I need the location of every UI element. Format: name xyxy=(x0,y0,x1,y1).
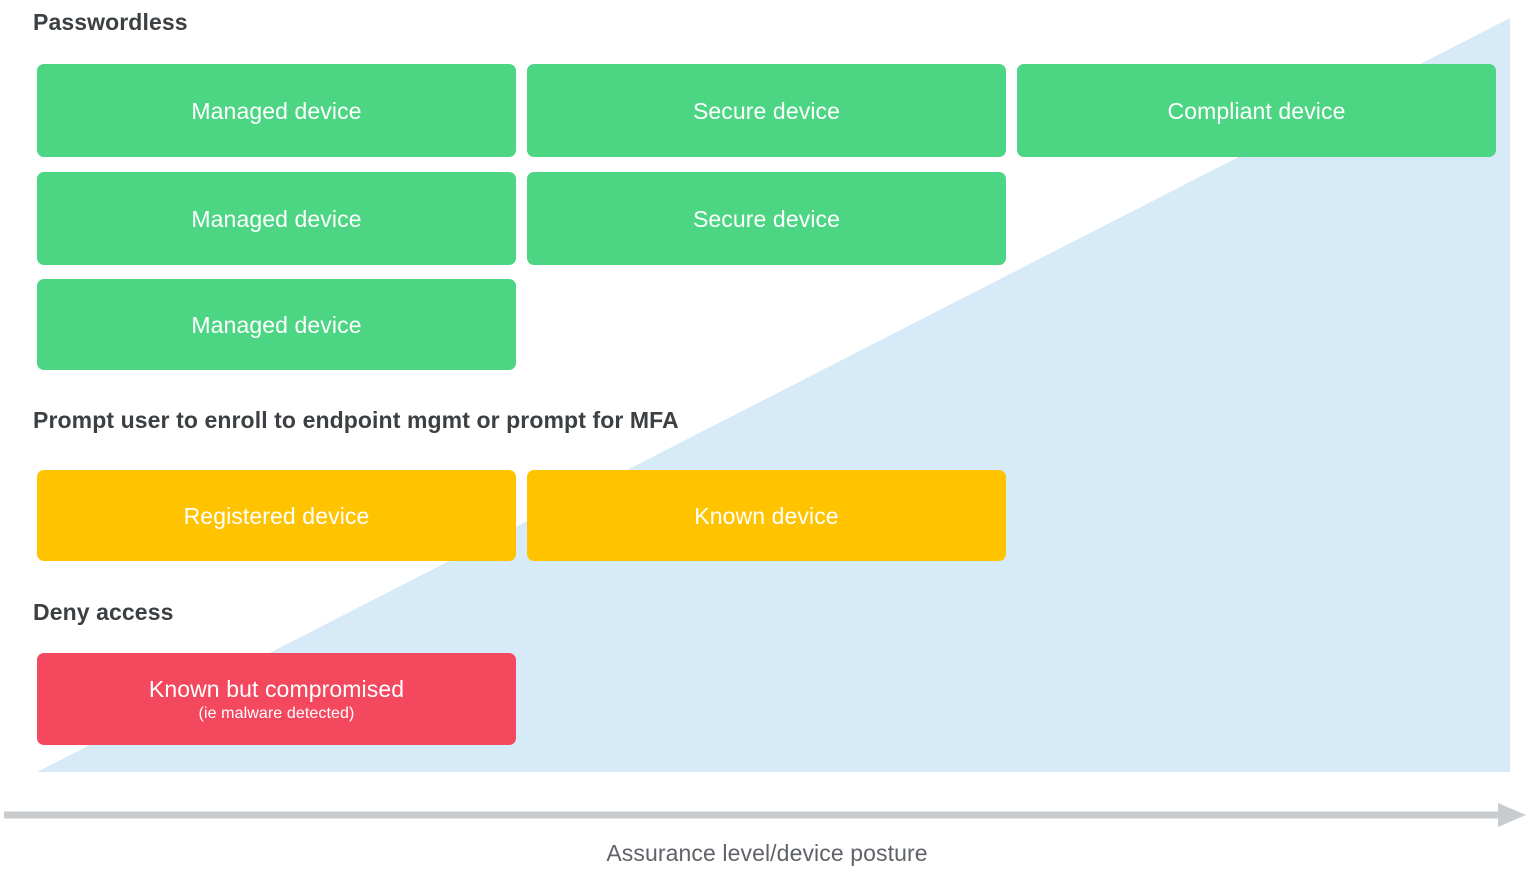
device-card-label: Known but compromised xyxy=(148,676,405,702)
device-card-label: Secure device xyxy=(692,205,841,232)
device-card-label: Managed device xyxy=(191,311,362,338)
section-heading: Passwordless xyxy=(33,9,188,35)
device-card[interactable]: Managed device xyxy=(37,172,516,265)
device-card[interactable]: Managed device xyxy=(37,279,516,370)
device-card-label: Managed device xyxy=(191,97,362,124)
device-card[interactable]: Known but compromised (ie malware detecte… xyxy=(37,653,516,745)
device-card[interactable]: Registered device xyxy=(37,470,516,561)
assurance-axis-arrow xyxy=(4,803,1526,827)
device-card-label: Known device xyxy=(694,502,839,529)
device-card-label: Secure device xyxy=(692,97,841,124)
device-card[interactable]: Secure device xyxy=(527,64,1006,157)
device-card[interactable]: Managed device xyxy=(37,64,516,157)
section-heading: Deny access xyxy=(33,599,174,625)
device-card-sublabel: (ie malware detected) xyxy=(198,705,355,722)
axis-caption: Assurance level/device posture xyxy=(606,840,928,866)
device-card-label: Managed device xyxy=(191,205,362,232)
device-card[interactable]: Known device xyxy=(527,470,1006,561)
section-heading: Prompt user to enroll to endpoint mgmt o… xyxy=(33,407,679,433)
device-card[interactable]: Compliant device xyxy=(1017,64,1496,157)
device-card-label: Registered device xyxy=(183,502,370,529)
device-card[interactable]: Secure device xyxy=(527,172,1006,265)
device-card-label: Compliant device xyxy=(1167,97,1346,124)
